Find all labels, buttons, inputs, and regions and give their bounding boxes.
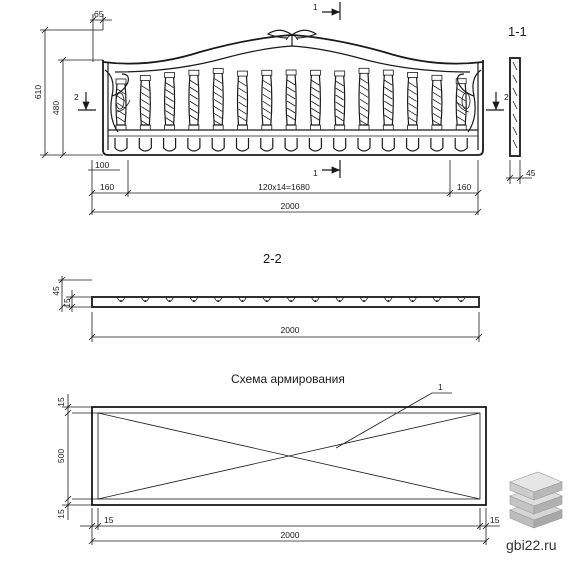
dim-cover-left: 15 xyxy=(104,515,114,525)
svg-text:2: 2 xyxy=(504,92,509,102)
section-hole xyxy=(286,296,296,302)
dim-end-right: 160 xyxy=(457,182,471,192)
mesh-outline xyxy=(97,412,481,500)
dim-thickness: 45 xyxy=(526,168,536,178)
dim-cover-right: 15 xyxy=(490,515,500,525)
section-hole xyxy=(140,296,150,302)
dim-total-height: 610 xyxy=(33,85,43,99)
base-boss xyxy=(187,138,201,152)
watermark-text: gbi22.ru xyxy=(506,537,557,553)
section-hole xyxy=(335,296,345,302)
section-hole xyxy=(359,296,369,302)
base-boss xyxy=(406,138,420,152)
base-boss xyxy=(235,138,250,152)
dim-cover-bottom: 15 xyxy=(56,509,66,519)
callout-label: 1 xyxy=(438,382,443,392)
base-boss xyxy=(114,138,128,152)
base-boss xyxy=(454,138,468,152)
base-boss xyxy=(430,138,444,152)
baluster xyxy=(309,69,321,131)
base-boss xyxy=(138,138,152,152)
dim-base-height: 100 xyxy=(95,160,109,170)
baluster xyxy=(212,68,224,131)
baluster xyxy=(431,74,443,131)
baluster xyxy=(382,69,394,131)
stacked-slabs-logo xyxy=(509,471,563,529)
section-hole xyxy=(432,296,442,302)
base-boss xyxy=(357,138,371,152)
elevation-dimensions: 610 480 65 100 160 120x14=1680 160 xyxy=(33,9,482,216)
dim-total-length: 2000 xyxy=(281,201,300,211)
dim-end-left: 160 xyxy=(100,182,114,192)
section-hole xyxy=(238,296,247,302)
crest-ornament xyxy=(266,29,318,46)
svg-text:1: 1 xyxy=(313,2,318,12)
section-hole xyxy=(311,296,320,302)
section-hole xyxy=(262,296,272,302)
baluster xyxy=(164,72,176,131)
baluster xyxy=(334,70,346,131)
section-hole xyxy=(189,296,199,302)
panel-outline xyxy=(102,60,484,156)
reinforcement-scheme: Схема армирования 1 15 500 15 15 15 2000 xyxy=(56,372,500,545)
dim-section-bottom: 15 xyxy=(62,298,72,308)
crest-arch xyxy=(102,34,484,65)
dim-top-offset: 65 xyxy=(94,9,104,19)
slab-outline xyxy=(91,406,487,506)
dim-scheme-length: 2000 xyxy=(281,530,300,540)
dim-scheme-height: 500 xyxy=(56,449,66,463)
section-holes xyxy=(116,296,466,302)
base-boss xyxy=(163,138,177,152)
callout-leader xyxy=(335,392,433,449)
section-hole xyxy=(456,296,466,302)
baluster xyxy=(261,69,273,131)
cut-mark-2: 2 2 xyxy=(74,92,509,111)
section-1-1-label: 1-1 xyxy=(508,24,527,39)
dim-baluster-pitch: 120x14=1680 xyxy=(258,182,310,192)
base-boss xyxy=(308,138,322,152)
base-boss xyxy=(333,138,347,152)
right-scroll-ornament xyxy=(455,69,482,133)
section-hole xyxy=(116,296,126,302)
baluster xyxy=(115,78,127,131)
dim-section-top: 45 xyxy=(51,286,61,296)
section-hole xyxy=(383,296,393,302)
base-boss xyxy=(260,138,274,152)
cut-mark-1: 1 1 xyxy=(313,2,341,178)
crest-inner-arch xyxy=(114,45,471,73)
baluster xyxy=(285,69,297,131)
section-hole xyxy=(408,296,417,302)
reinforcement-title: Схема армирования xyxy=(231,372,345,386)
section-1-1: 1-1 45 xyxy=(506,24,536,184)
front-elevation: 610 480 65 100 160 120x14=1680 160 xyxy=(33,2,509,216)
baluster xyxy=(358,67,370,131)
dim-panel-height: 480 xyxy=(51,101,61,115)
baluster xyxy=(188,69,200,131)
baluster-row xyxy=(115,67,467,131)
mesh-diagonal-b xyxy=(97,412,481,500)
baluster xyxy=(455,78,467,131)
svg-text:1: 1 xyxy=(313,168,318,178)
base-boss xyxy=(284,138,298,152)
baluster xyxy=(236,70,249,131)
panel-inner-outline xyxy=(107,63,479,150)
section-2-2-label: 2-2 xyxy=(263,251,282,266)
watermark: gbi22.ru xyxy=(506,471,563,553)
base-boss xyxy=(211,138,225,152)
section-2-2: 2-2 45 15 2000 xyxy=(51,251,483,342)
base-boss xyxy=(381,138,395,152)
dim-cover-top: 15 xyxy=(56,397,66,407)
base-boss-row xyxy=(114,138,468,152)
section-hole xyxy=(213,296,223,302)
baluster xyxy=(139,75,151,131)
baluster xyxy=(407,72,419,131)
section-hole xyxy=(165,296,174,302)
svg-text:2: 2 xyxy=(74,92,79,102)
dim-section-length: 2000 xyxy=(281,325,300,335)
